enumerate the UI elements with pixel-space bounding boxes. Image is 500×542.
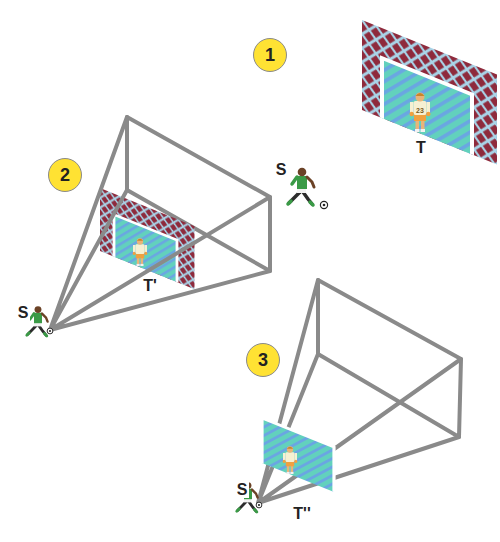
point-label: T — [414, 140, 428, 156]
goal-t-double-prime — [262, 418, 334, 492]
step-number: 3 — [246, 343, 280, 377]
frustum-3 — [258, 280, 461, 503]
callout-number: 2 — [60, 166, 70, 184]
step-number: 1 — [253, 38, 287, 72]
striker-2 — [27, 306, 53, 336]
striker-1 — [288, 168, 328, 209]
point-label: S — [16, 305, 31, 321]
step-number: 2 — [48, 158, 82, 192]
frustum-2-rays — [50, 117, 270, 330]
shirt-number: 23 — [416, 107, 424, 114]
callout-number: 3 — [258, 351, 268, 369]
point-label: S — [274, 162, 289, 178]
goal-t — [362, 20, 497, 165]
callout-number: 1 — [265, 46, 275, 64]
point-label: T'' — [291, 506, 312, 522]
point-label: S — [235, 482, 250, 498]
goal-t-prime — [100, 188, 195, 289]
point-label: T' — [141, 278, 159, 294]
